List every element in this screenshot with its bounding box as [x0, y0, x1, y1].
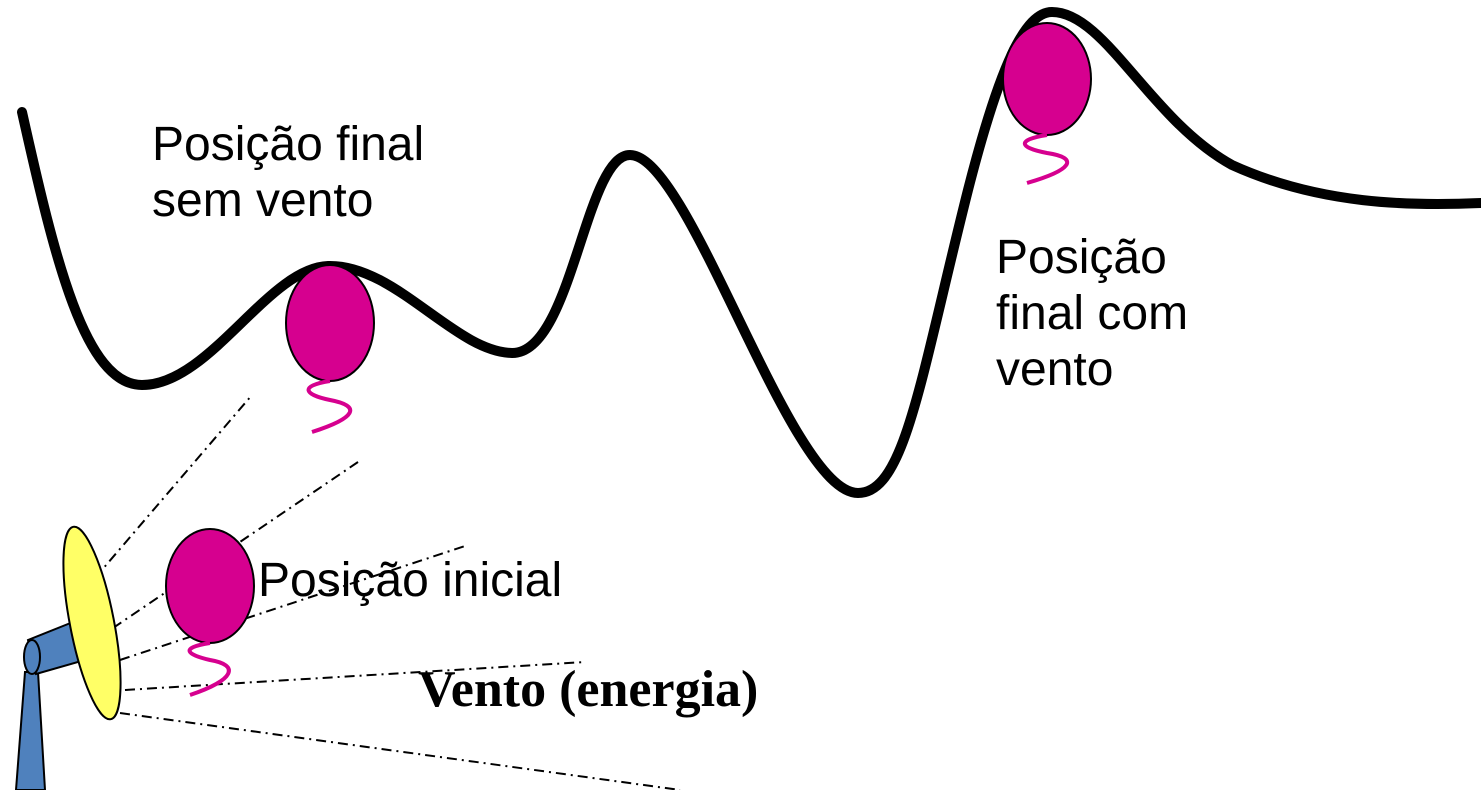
- fan-blade: [62, 525, 122, 721]
- wind-line: [119, 545, 466, 661]
- balloon-body: [1002, 22, 1092, 136]
- balloon-body: [285, 264, 375, 382]
- label-line: final com: [996, 287, 1189, 340]
- balloon-string: [1022, 133, 1070, 185]
- fan-motor-cap: [23, 639, 41, 675]
- label-line: vento: [996, 343, 1114, 396]
- label-line: Posição final: [152, 118, 425, 171]
- balloon-final-with-wind: [1002, 22, 1092, 185]
- label-wind-energy: Vento (energia): [418, 661, 759, 718]
- label-line: Posição: [996, 231, 1167, 284]
- label-initial-position: Posição inicial: [258, 554, 563, 607]
- wind-line: [94, 394, 253, 579]
- label-line: sem vento: [152, 174, 374, 227]
- fan-stand: [14, 671, 47, 790]
- balloon-initial: [165, 528, 255, 697]
- balloon-string: [306, 379, 353, 434]
- label-final-position-no-wind: Posição final sem vento: [152, 117, 512, 229]
- balloon-final-no-wind: [285, 264, 375, 434]
- energy-landscape-curve: [17, 7, 1481, 498]
- wind-line: [119, 712, 681, 790]
- balloon-string: [187, 641, 231, 697]
- balloon-body: [165, 528, 255, 644]
- label-final-position-with-wind: Posição final com vento: [996, 230, 1256, 398]
